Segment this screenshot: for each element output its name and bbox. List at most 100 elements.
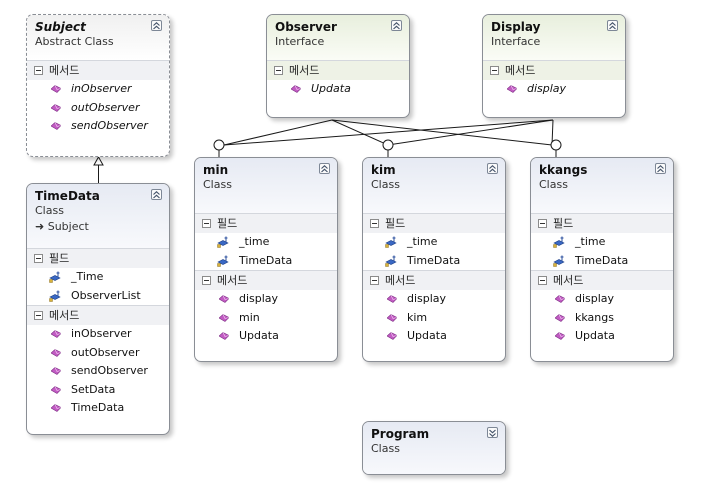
class-box-timedata[interactable]: TimeData Class ➜ Subject 필드 _Time Observ… — [26, 183, 170, 435]
field-item[interactable]: _Time — [27, 268, 169, 287]
field-item[interactable]: _time — [195, 233, 337, 252]
lollipop-kim — [382, 139, 394, 151]
class-header[interactable]: Subject Abstract Class — [27, 15, 169, 60]
section-collapse-icon[interactable] — [202, 276, 211, 285]
section-label: 메서드 — [505, 64, 536, 77]
field-item[interactable]: TimeData — [363, 252, 505, 271]
field-item[interactable]: TimeData — [195, 252, 337, 271]
method-item[interactable]: inObserver — [27, 325, 169, 344]
method-icon — [387, 295, 397, 303]
class-box-program[interactable]: Program Class — [362, 421, 506, 475]
method-item[interactable]: display — [363, 290, 505, 309]
interface-name: Display — [491, 20, 541, 34]
section-label: 필드 — [553, 217, 574, 230]
realization-line-observer-kkangs — [331, 119, 553, 146]
section-collapse-icon[interactable] — [34, 254, 43, 263]
method-item[interactable]: outObserver — [27, 99, 169, 118]
method-item[interactable]: Updata — [267, 80, 409, 99]
collapse-chevron-icon[interactable] — [319, 163, 330, 174]
method-icon — [51, 85, 61, 93]
collapse-chevron-icon[interactable] — [151, 189, 162, 200]
collapse-chevron-icon[interactable] — [607, 20, 618, 31]
methods-section-header[interactable]: 메서드 — [483, 60, 625, 80]
section-label: 메서드 — [217, 274, 248, 287]
method-item[interactable]: sendObserver — [27, 117, 169, 136]
method-icon — [51, 385, 61, 394]
class-name: min — [203, 163, 229, 177]
class-name: Subject — [35, 20, 86, 34]
method-item[interactable]: display — [531, 290, 673, 309]
field-item[interactable]: _time — [531, 233, 673, 252]
class-header[interactable]: Program Class — [363, 422, 505, 474]
section-collapse-icon[interactable] — [370, 276, 379, 285]
collapse-chevron-icon[interactable] — [487, 163, 498, 174]
method-item[interactable]: sendObserver — [27, 362, 169, 381]
interface-kind: Interface — [275, 35, 325, 48]
class-box-min[interactable]: min Class 필드 _time TimeData 메서드 display … — [194, 157, 338, 362]
class-header[interactable]: min Class — [195, 158, 337, 213]
method-item[interactable]: min — [195, 309, 337, 328]
method-icon — [51, 348, 61, 357]
methods-section-header[interactable]: 메서드 — [363, 270, 505, 290]
expand-chevron-icon[interactable] — [487, 427, 498, 438]
class-kind: Class — [203, 178, 232, 191]
section-collapse-icon[interactable] — [370, 219, 379, 228]
methods-section-header[interactable]: 메서드 — [27, 60, 169, 80]
fields-section-header[interactable]: 필드 — [531, 213, 673, 233]
method-item[interactable]: Updata — [195, 327, 337, 346]
class-header[interactable]: TimeData Class ➜ Subject — [27, 184, 169, 248]
fields-section-header[interactable]: 필드 — [195, 213, 337, 233]
method-item[interactable]: display — [195, 290, 337, 309]
class-box-subject[interactable]: Subject Abstract Class 메서드 inObserver ou… — [26, 14, 170, 157]
method-icon — [387, 332, 397, 340]
field-item[interactable]: ObserverList — [27, 287, 169, 306]
class-header[interactable]: kkangs Class — [531, 158, 673, 213]
class-name: TimeData — [35, 189, 100, 203]
section-label: 필드 — [385, 217, 406, 230]
method-item[interactable]: kkangs — [531, 309, 673, 328]
method-item[interactable]: outObserver — [27, 344, 169, 363]
section-collapse-icon[interactable] — [34, 66, 43, 75]
section-collapse-icon[interactable] — [490, 66, 499, 75]
class-kind: Class — [539, 178, 568, 191]
method-item[interactable]: kim — [363, 309, 505, 328]
methods-section-header[interactable]: 메서드 — [195, 270, 337, 290]
method-icon — [291, 85, 301, 93]
fields-section-header[interactable]: 필드 — [363, 213, 505, 233]
method-item[interactable]: inObserver — [27, 80, 169, 99]
collapse-chevron-icon[interactable] — [391, 20, 402, 31]
interface-box-observer[interactable]: Observer Interface 메서드 Updata — [266, 14, 410, 118]
section-label: 메서드 — [49, 64, 80, 77]
field-item[interactable]: TimeData — [531, 252, 673, 271]
method-item[interactable]: display — [483, 80, 625, 99]
method-item[interactable]: TimeData — [27, 399, 169, 418]
class-box-kim[interactable]: kim Class 필드 _time TimeData 메서드 display … — [362, 157, 506, 362]
methods-section-header[interactable]: 메서드 — [267, 60, 409, 80]
section-collapse-icon[interactable] — [538, 276, 547, 285]
field-item[interactable]: _time — [363, 233, 505, 252]
inheritance-arrowhead — [93, 155, 104, 166]
realization-line-display-kim — [387, 119, 554, 146]
method-item[interactable]: Updata — [363, 327, 505, 346]
method-icon — [555, 313, 565, 322]
section-collapse-icon[interactable] — [202, 219, 211, 228]
methods-section-header[interactable]: 메서드 — [27, 305, 169, 325]
section-collapse-icon[interactable] — [34, 311, 43, 320]
inherits-arrow-icon: ➜ — [35, 220, 48, 233]
class-box-kkangs[interactable]: kkangs Class 필드 _time TimeData 메서드 displ… — [530, 157, 674, 362]
method-item[interactable]: Updata — [531, 327, 673, 346]
interface-header[interactable]: Display Interface — [483, 15, 625, 60]
interface-box-display[interactable]: Display Interface 메서드 display — [482, 14, 626, 118]
realization-line-display-kkangs — [551, 119, 554, 146]
section-collapse-icon[interactable] — [538, 219, 547, 228]
fields-section-header[interactable]: 필드 — [27, 248, 169, 268]
method-item[interactable]: SetData — [27, 381, 169, 400]
private-field-icon — [553, 255, 565, 267]
section-collapse-icon[interactable] — [274, 66, 283, 75]
class-header[interactable]: kim Class — [363, 158, 505, 213]
collapse-chevron-icon[interactable] — [151, 20, 162, 31]
private-field-icon — [385, 255, 397, 267]
interface-header[interactable]: Observer Interface — [267, 15, 409, 60]
methods-section-header[interactable]: 메서드 — [531, 270, 673, 290]
collapse-chevron-icon[interactable] — [655, 163, 666, 174]
